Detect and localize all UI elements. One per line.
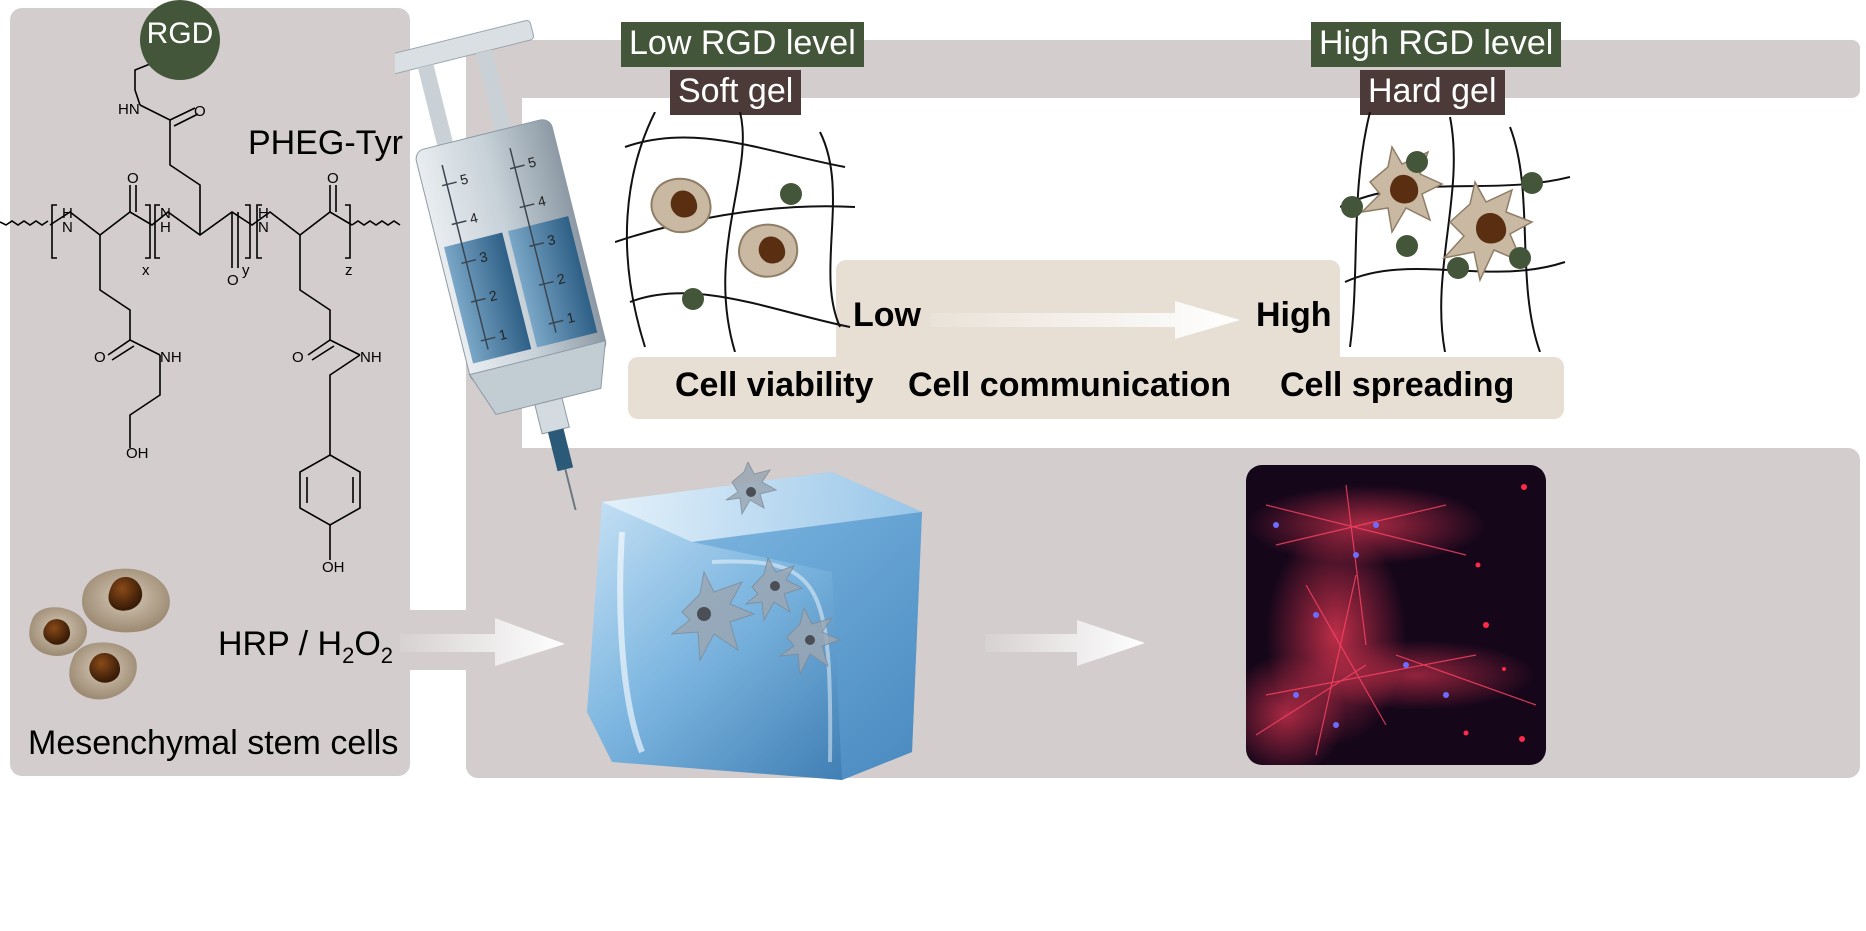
scale-high-label: High bbox=[1256, 296, 1332, 334]
hard-gel-tag: Hard gel bbox=[1360, 70, 1505, 116]
svg-text:1: 1 bbox=[565, 309, 577, 326]
soft-gel-cell bbox=[738, 223, 799, 278]
svg-text:O: O bbox=[127, 170, 139, 187]
double-syringe: 5 4 3 2 1 5 4 3 2 1 bbox=[395, 19, 607, 510]
svg-text:N: N bbox=[62, 219, 73, 236]
svg-text:1: 1 bbox=[497, 326, 509, 343]
fluorescence-micrograph bbox=[1246, 465, 1546, 765]
svg-text:O: O bbox=[94, 349, 106, 366]
svg-text:O: O bbox=[292, 349, 304, 366]
svg-text:3: 3 bbox=[546, 231, 558, 248]
svg-text:2: 2 bbox=[487, 287, 499, 304]
svg-text:O: O bbox=[327, 170, 339, 187]
property-cell-spreading: Cell spreading bbox=[1280, 366, 1515, 404]
svg-text:H: H bbox=[160, 219, 171, 236]
svg-text:N: N bbox=[258, 219, 269, 236]
svg-text:OH: OH bbox=[322, 559, 345, 576]
svg-text:x: x bbox=[142, 262, 150, 279]
svg-text:z: z bbox=[345, 262, 353, 279]
arrow-to-gel bbox=[400, 618, 565, 666]
soft-gel-cell bbox=[650, 177, 712, 234]
svg-text:5: 5 bbox=[526, 154, 538, 171]
low-rgd-tag: Low RGD level bbox=[621, 22, 864, 68]
property-cell-communication: Cell communication bbox=[908, 366, 1232, 404]
hard-gel-cell bbox=[1359, 144, 1444, 235]
scale-low-label: Low bbox=[853, 296, 921, 334]
svg-text:HN: HN bbox=[118, 101, 140, 118]
stem-cell bbox=[82, 568, 170, 633]
high-rgd-tag: High RGD level bbox=[1311, 22, 1562, 68]
rgd-circle bbox=[140, 0, 220, 80]
soft-gel-tag: Soft gel bbox=[670, 70, 802, 116]
stem-cell bbox=[29, 607, 87, 656]
svg-text:4: 4 bbox=[536, 192, 548, 209]
stem-cell bbox=[69, 642, 137, 700]
svg-text:3: 3 bbox=[478, 248, 490, 265]
svg-text:O: O bbox=[227, 272, 239, 289]
atom-label: H bbox=[62, 205, 73, 222]
property-cell-viability: Cell viability bbox=[675, 366, 874, 404]
svg-text:NH: NH bbox=[160, 349, 182, 366]
svg-text:N: N bbox=[160, 205, 171, 222]
crosslinker-label: HRP / H2O2 bbox=[218, 625, 394, 668]
stem-cells-illustration bbox=[29, 568, 170, 700]
scale-arrow bbox=[930, 301, 1240, 339]
hydrogel-cube bbox=[587, 462, 922, 780]
polymer-name: PHEG-Tyr bbox=[248, 124, 403, 162]
svg-text:NH: NH bbox=[360, 349, 382, 366]
cells-label: Mesenchymal stem cells bbox=[28, 724, 399, 762]
hard-gel-network bbox=[1340, 112, 1570, 352]
svg-text:2: 2 bbox=[555, 270, 567, 287]
pheg-tyr-structure: H N N H H N O O O x y z O NH OH O HN O N… bbox=[0, 61, 401, 576]
svg-text:4: 4 bbox=[468, 209, 480, 226]
svg-text:5: 5 bbox=[458, 170, 470, 187]
svg-text:O: O bbox=[194, 103, 206, 120]
rgd-label: RGD bbox=[146, 17, 214, 50]
svg-text:H: H bbox=[258, 205, 269, 222]
svg-text:OH: OH bbox=[126, 445, 149, 462]
arrow-to-image bbox=[985, 620, 1145, 666]
svg-text:y: y bbox=[242, 262, 250, 279]
soft-gel-network bbox=[615, 112, 855, 352]
